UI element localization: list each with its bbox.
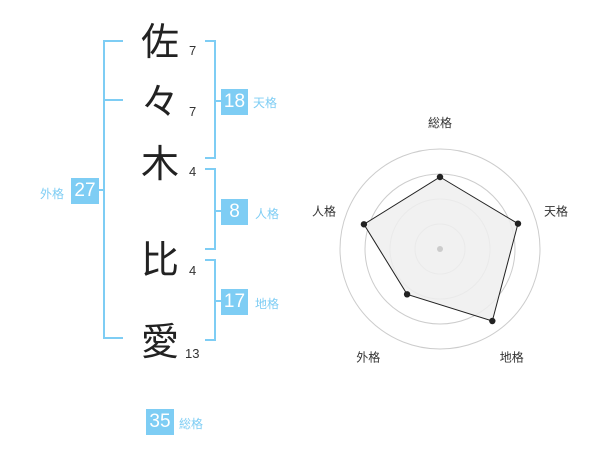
tenkaku-value: 18 bbox=[221, 89, 248, 115]
name-char-4: 比 bbox=[140, 238, 179, 282]
jinkaku-label: 人格 bbox=[255, 207, 280, 221]
chikaku-label: 地格 bbox=[255, 297, 280, 311]
jinkaku-value: 8 bbox=[221, 199, 248, 225]
name-char-1: 佐 bbox=[140, 20, 179, 64]
soukaku-value: 35 bbox=[146, 409, 174, 435]
chikaku-value: 17 bbox=[221, 289, 248, 315]
name-char-2: 々 bbox=[140, 80, 179, 124]
jinkaku-bracket bbox=[205, 168, 216, 250]
name-char-5: 愛 bbox=[140, 320, 179, 364]
gaikaku-label: 外格 bbox=[40, 187, 65, 201]
radar-axis-label: 天格 bbox=[544, 203, 568, 218]
radar-point bbox=[403, 291, 411, 298]
stroke-count-3: 4 bbox=[189, 164, 197, 179]
soukaku-label: 総格 bbox=[179, 417, 204, 431]
stroke-count-2: 7 bbox=[189, 104, 197, 119]
radar-point bbox=[360, 221, 368, 228]
stroke-count-1: 7 bbox=[189, 43, 197, 58]
gaikaku-value: 27 bbox=[71, 178, 99, 204]
radar-axis-label: 人格 bbox=[312, 203, 336, 218]
radar-axis-label: 総格 bbox=[428, 115, 452, 130]
stroke-count-4: 4 bbox=[189, 263, 197, 278]
radar-axis-label: 地格 bbox=[500, 350, 524, 365]
radar-axis-label: 外格 bbox=[356, 350, 380, 365]
radar-point bbox=[514, 220, 522, 227]
tenkaku-bracket bbox=[205, 40, 216, 159]
radar-point bbox=[489, 317, 496, 325]
name-char-3: 木 bbox=[140, 142, 179, 186]
tenkaku-label: 天格 bbox=[253, 96, 278, 110]
stroke-count-5: 13 bbox=[185, 346, 200, 361]
radar-ring bbox=[339, 148, 541, 350]
radar-center-dot bbox=[437, 246, 443, 252]
radar-point bbox=[436, 173, 444, 181]
